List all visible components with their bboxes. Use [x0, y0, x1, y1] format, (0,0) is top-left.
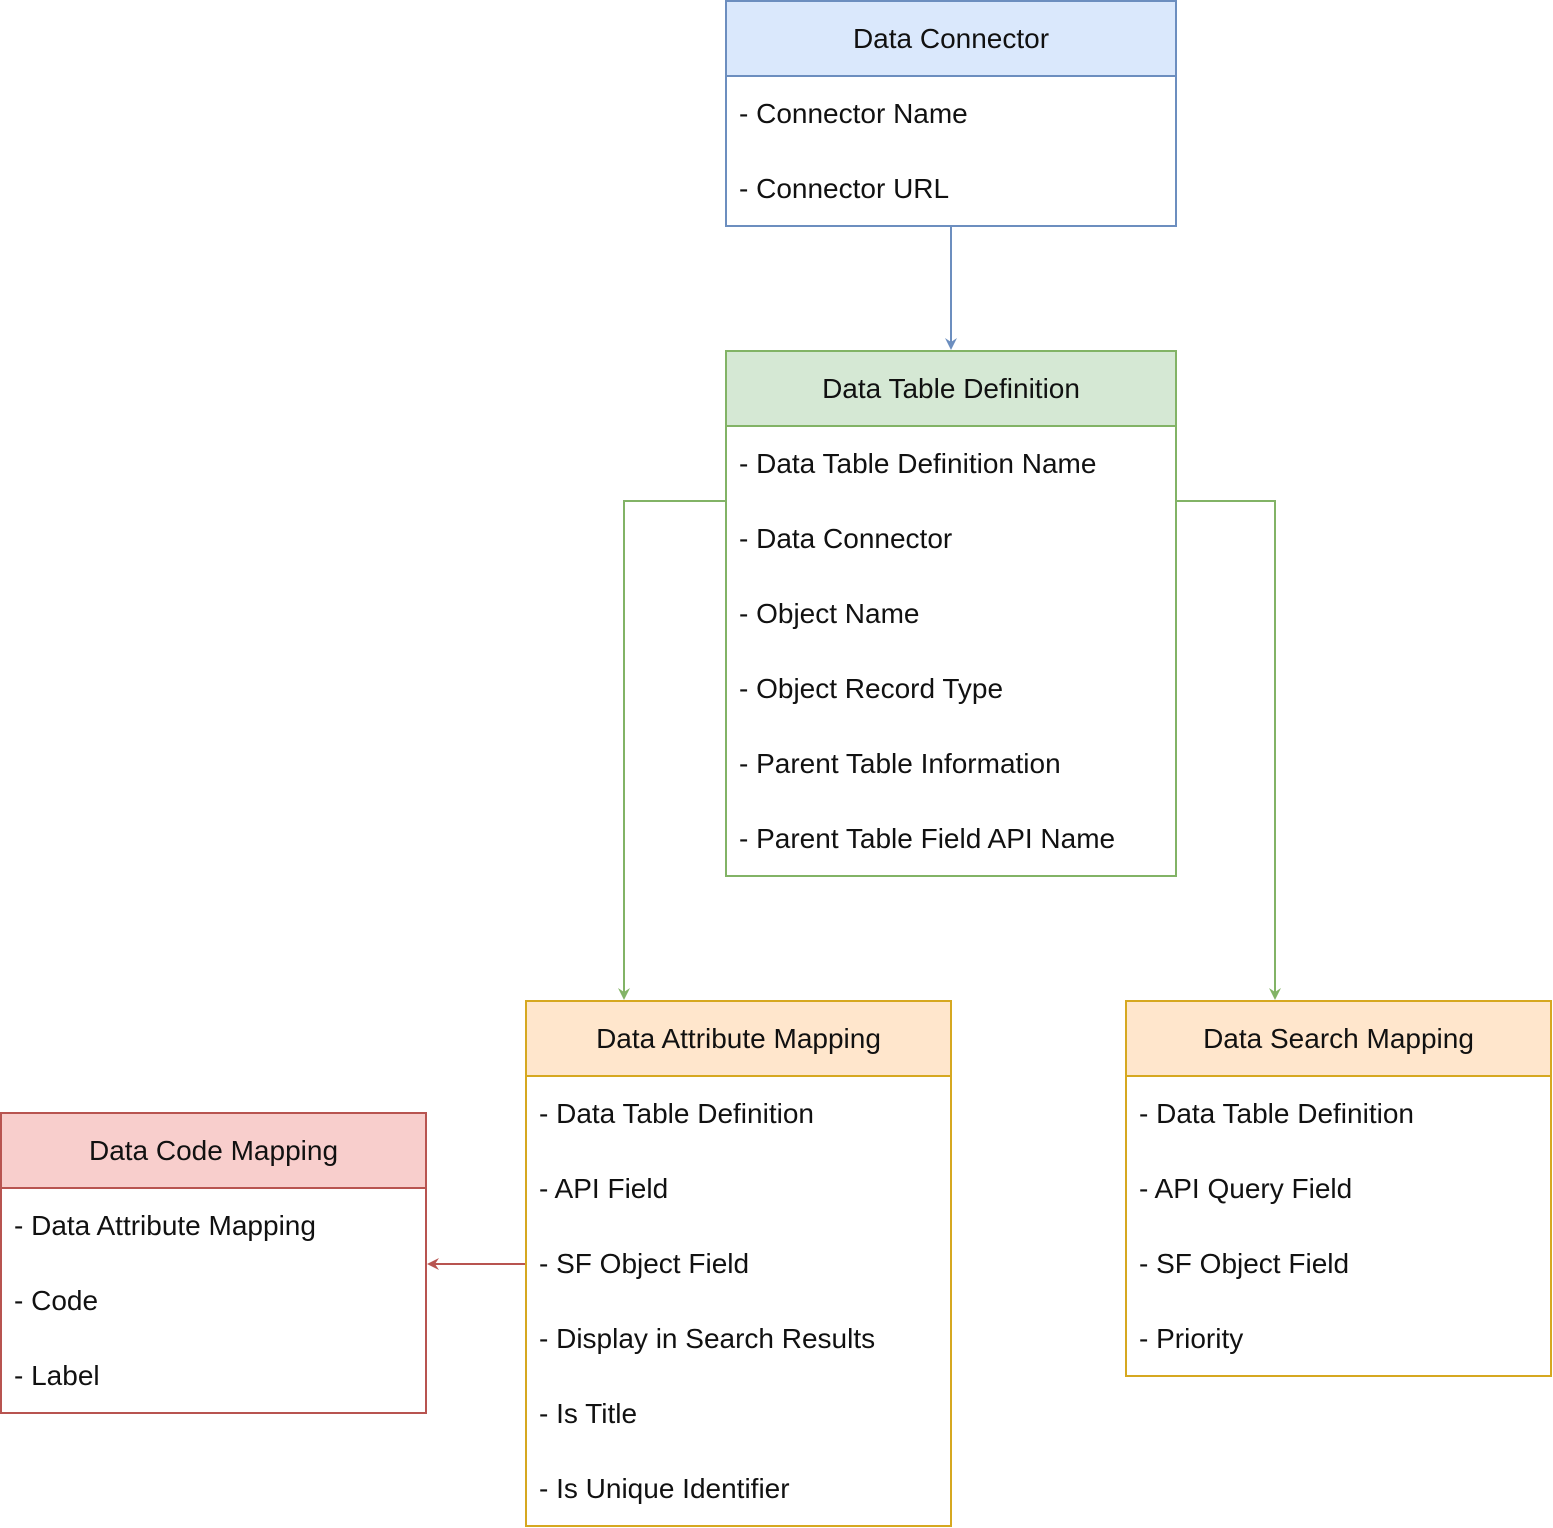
entity-field: - Object Record Type — [739, 673, 1004, 704]
link-table-to-attribute-mapping — [618, 500, 725, 1000]
entity-field: - SF Object Field — [1139, 1248, 1350, 1279]
entity-field: - Label — [14, 1360, 100, 1391]
entity-title: Data Attribute Mapping — [527, 1002, 950, 1077]
entity-data-connector[interactable]: Data Connector - Connector Name - Connec… — [725, 0, 1177, 227]
entity-field: - Parent Table Information — [739, 748, 1061, 779]
entity-data-search-mapping[interactable]: Data Search Mapping - Data Table Definit… — [1125, 1000, 1552, 1377]
entity-data-code-mapping[interactable]: Data Code Mapping - Data Attribute Mappi… — [0, 1112, 427, 1414]
entity-title: Data Search Mapping — [1127, 1002, 1550, 1077]
entity-data-attribute-mapping[interactable]: Data Attribute Mapping - Data Table Defi… — [525, 1000, 952, 1527]
entity-field: - Is Unique Identifier — [539, 1473, 790, 1504]
entity-field: - Display in Search Results — [539, 1323, 876, 1354]
entity-field: - Is Title — [539, 1398, 638, 1429]
entity-field: - Connector Name — [739, 98, 968, 129]
entity-field: - Data Connector — [739, 523, 953, 554]
entity-title: Data Table Definition — [727, 352, 1175, 427]
entity-field: - Data Table Definition Name — [739, 448, 1097, 479]
entity-field: - API Field — [539, 1173, 669, 1204]
entity-field: - Data Attribute Mapping — [14, 1210, 316, 1241]
entity-field: - Connector URL — [739, 173, 950, 204]
entity-title: Data Connector — [727, 2, 1175, 77]
entity-data-table-definition[interactable]: Data Table Definition - Data Table Defin… — [725, 350, 1177, 877]
entity-field: - Code — [14, 1285, 99, 1316]
link-table-to-search-mapping — [1177, 500, 1281, 1000]
entity-title: Data Code Mapping — [2, 1114, 425, 1189]
entity-field: - Parent Table Field API Name — [739, 823, 1116, 854]
entity-field: - API Query Field — [1139, 1173, 1353, 1204]
entity-field: - Object Name — [739, 598, 920, 629]
entity-field: - Priority — [1139, 1323, 1244, 1354]
entity-field: - Data Table Definition — [1139, 1098, 1414, 1129]
entity-field: - Data Table Definition — [539, 1098, 814, 1129]
entity-field: - SF Object Field — [539, 1248, 750, 1279]
